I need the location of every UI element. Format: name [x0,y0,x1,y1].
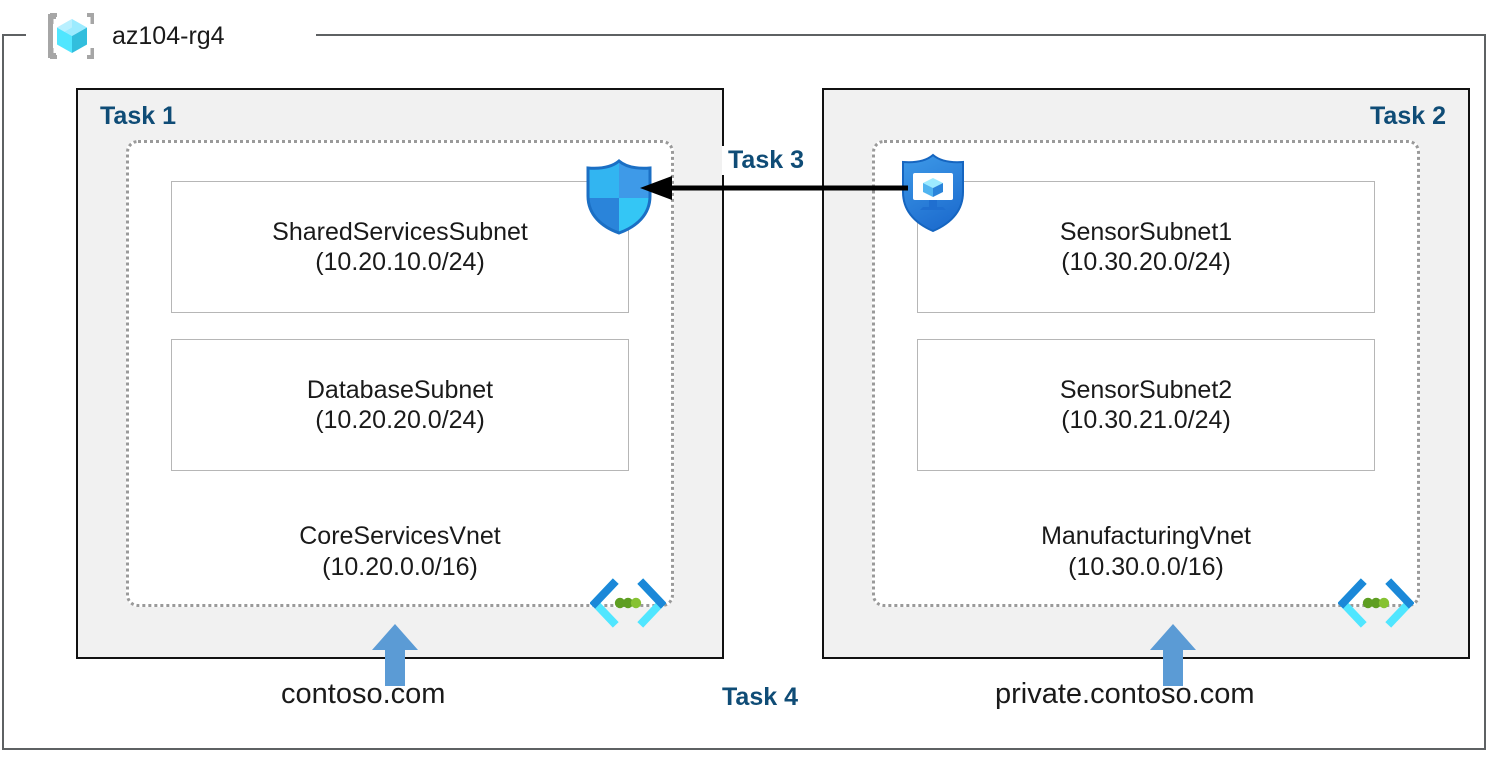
vnet-name: ManufacturingVnet [1041,522,1251,550]
task-4-label: Task 4 [722,683,798,711]
vnet-cidr: (10.20.0.0/16) [322,552,478,581]
task-1-heading: Task 1 [100,102,176,130]
dns-zone-private-contoso: private.contoso.com [995,678,1255,710]
subnet-cidr: (10.30.21.0/24) [1061,406,1231,434]
resource-group-name: az104-rg4 [112,21,225,50]
subnet-cidr: (10.20.10.0/24) [315,248,485,276]
task-2-heading: Task 2 [1370,102,1446,130]
vnet-label: CoreServicesVnet (10.20.0.0/16) [129,521,671,582]
subnet-shared-services: SharedServicesSubnet (10.20.10.0/24) [171,181,629,313]
subnet-database: DatabaseSubnet (10.20.20.0/24) [171,339,629,471]
subnet-sensor-2: SensorSubnet2 (10.30.21.0/24) [917,339,1375,471]
up-arrow-icon [372,624,418,686]
subnet-name: SharedServicesSubnet [272,217,528,246]
subnet-name: SensorSubnet1 [1059,217,1233,246]
core-services-vnet: SharedServicesSubnet (10.20.10.0/24) Dat… [126,140,674,607]
vnet-cidr: (10.30.0.0/16) [1068,552,1224,581]
resource-group-title: az104-rg4 [44,8,225,64]
subnet-name: DatabaseSubnet [306,375,494,404]
shield-virtual-machine-icon [897,152,969,234]
task-3-label: Task 3 [722,146,810,175]
task-3-connection-arrow [640,176,910,200]
subnet-cidr: (10.20.20.0/24) [315,406,485,434]
subnet-name: SensorSubnet2 [1059,375,1233,404]
manufacturing-vnet: SensorSubnet1 (10.30.20.0/24) SensorSubn… [872,140,1420,607]
vnet-name: CoreServicesVnet [299,522,501,550]
subnet-sensor-1: SensorSubnet1 (10.30.20.0/24) [917,181,1375,313]
network-security-group-shield-icon [582,158,656,236]
azure-resource-group-cube-icon [44,10,100,62]
subnet-cidr: (10.30.20.0/24) [1061,248,1231,276]
vnet-label: ManufacturingVnet (10.30.0.0/16) [875,521,1417,582]
private-link-endpoint-icon [1337,578,1415,628]
resource-group-frame [2,34,1486,750]
task-1-panel: Task 1 SharedServicesSubnet (10.20.10.0/… [76,88,724,659]
private-link-endpoint-icon [589,578,667,628]
up-arrow-icon [1150,624,1196,686]
dns-zone-contoso: contoso.com [281,678,446,710]
